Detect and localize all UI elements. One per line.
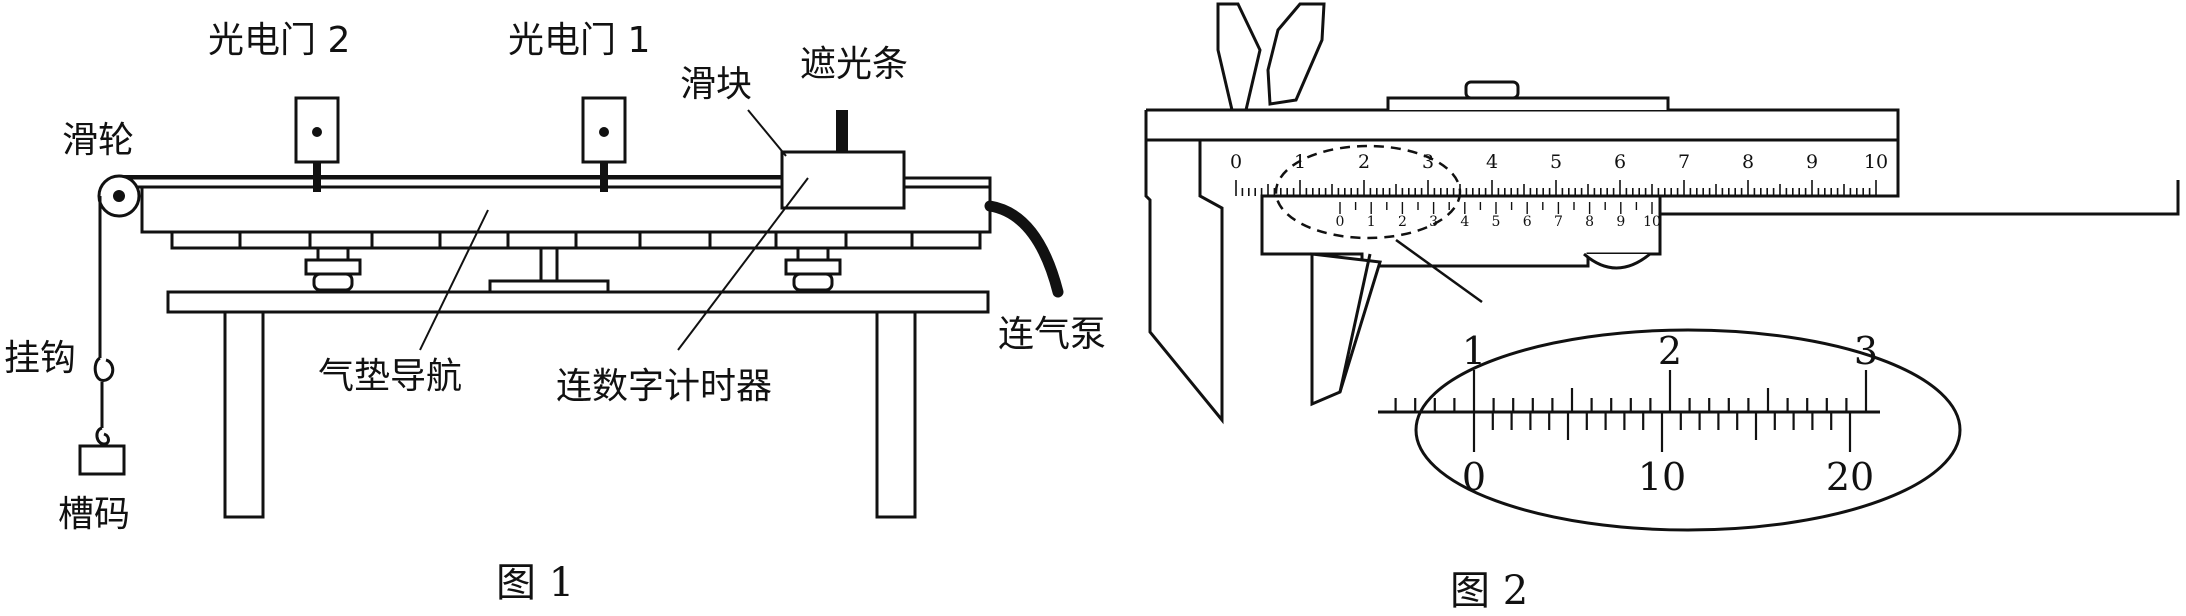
table-top [166, 290, 990, 314]
vernier-scale-label: 4 [1460, 214, 1469, 230]
table-leg-right [875, 310, 917, 519]
vernier-scale-label: 5 [1492, 214, 1501, 230]
label-weight: 槽码 [58, 494, 130, 535]
main-scale-label: 10 [1864, 151, 1888, 173]
air-hose [984, 200, 1064, 298]
vernier-scale: 0 1 2 3 4 5 6 7 8 9 10 [1336, 202, 1661, 230]
caliper-jaw-edge [1338, 253, 1372, 393]
label-pump: 连气泵 [998, 314, 1106, 355]
label-gate1: 光电门 1 [508, 20, 650, 61]
vernier-scale-label: 10 [1643, 214, 1661, 230]
caliper-lock-screw [1464, 80, 1520, 100]
zoom-main-label: 2 [1658, 329, 1682, 373]
main-scale-label: 7 [1678, 151, 1690, 173]
label-timer: 连数字计时器 [556, 366, 772, 407]
label-hook: 挂钩 [4, 338, 76, 379]
vernier-scale-label: 9 [1616, 214, 1625, 230]
zoom-main-label: 1 [1462, 329, 1486, 373]
main-scale-label: 8 [1742, 151, 1754, 173]
main-scale-label: 6 [1614, 151, 1626, 173]
zoom-leader [1395, 238, 1483, 304]
caliper-fixed-jaw [1144, 110, 1224, 425]
label-pulley: 滑轮 [62, 120, 134, 161]
main-scale-label: 3 [1422, 151, 1434, 173]
slider-block [780, 150, 906, 210]
vernier-scale-label: 6 [1523, 214, 1532, 230]
track-stand-post [539, 245, 559, 283]
zoom-vernier-label: 20 [1826, 455, 1874, 499]
caliper-main-beam [1146, 108, 1900, 142]
main-scale-label: 2 [1358, 151, 1370, 173]
leader-timer [677, 177, 809, 351]
weight-hook [95, 426, 110, 446]
pulley [97, 174, 141, 218]
track-base-segments [170, 230, 982, 250]
vernier-scale-label: 7 [1554, 214, 1563, 230]
caption-figure-1: 图 1 [496, 560, 574, 606]
main-scale-label: 4 [1486, 151, 1498, 173]
caliper-slider-top [1386, 96, 1670, 110]
figure-1: 光电门 2 光电门 1 滑块 遮光条 滑轮 挂钩 槽码 气垫导航 连数字计时器 … [4, 20, 1106, 606]
main-scale-label: 5 [1550, 151, 1562, 173]
label-track: 气垫导航 [318, 356, 462, 397]
vernier-scale-label: 3 [1429, 214, 1438, 230]
track-stand-base [488, 279, 610, 294]
table-leg-left [223, 310, 265, 519]
main-scale-label: 0 [1230, 151, 1242, 173]
vernier-scale-label: 0 [1336, 214, 1345, 230]
caliper-slider-body [1260, 194, 1662, 268]
vernier-scale-label: 8 [1585, 214, 1594, 230]
leveling-screw-left [304, 246, 362, 292]
shade-strip [836, 110, 848, 152]
vernier-scale-label: 1 [1367, 214, 1376, 230]
zoom-main-label: 3 [1854, 329, 1878, 373]
label-slider: 滑块 [680, 64, 752, 105]
caliper-moving-jaw [1310, 252, 1382, 407]
main-scale-label: 9 [1806, 151, 1818, 173]
highlight-ellipse [1274, 144, 1462, 240]
hook [93, 356, 115, 382]
zoom-scale: 1 2 3 0 10 20 [1378, 329, 1880, 499]
caliper-thumb-wheel [1583, 252, 1651, 270]
label-gate2: 光电门 2 [208, 20, 350, 61]
caption-figure-2: 图 2 [1450, 568, 1528, 614]
label-shade: 遮光条 [800, 44, 908, 85]
leader-track [419, 209, 489, 351]
weight-block [78, 444, 126, 476]
zoom-vernier-label: 0 [1462, 455, 1486, 499]
zoom-ellipse [1414, 328, 1962, 532]
zoom-vernier-label: 10 [1638, 455, 1686, 499]
vernier-scale-label: 2 [1398, 214, 1407, 230]
leveling-screw-right [784, 246, 842, 292]
caliper-upper-jaw-fixed [1216, 2, 1262, 112]
leader-slider [747, 109, 787, 157]
caliper-upper-jaw-moving [1266, 2, 1326, 106]
